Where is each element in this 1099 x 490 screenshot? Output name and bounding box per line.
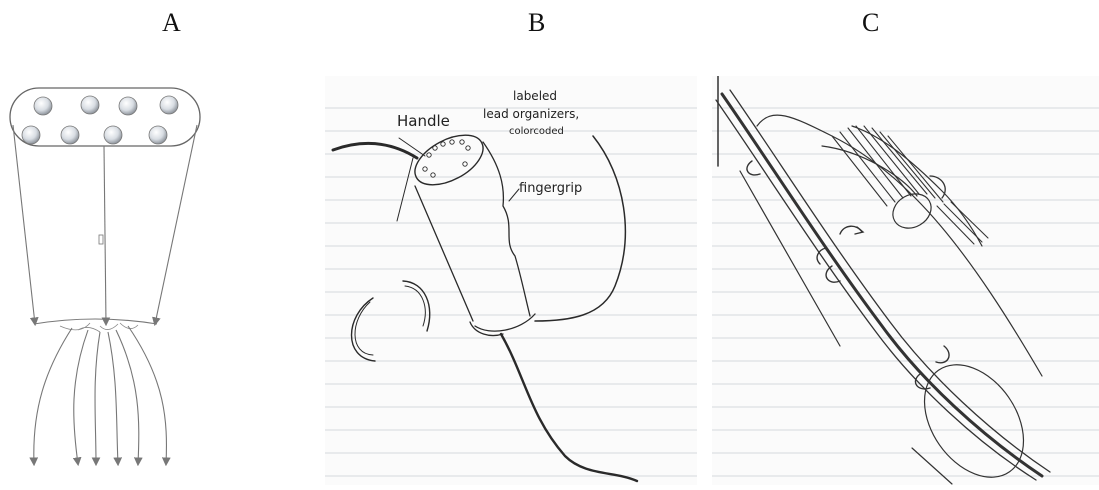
panel-label-c: C <box>862 8 879 38</box>
lead-organizers-annotation: lead organizers, <box>483 107 579 121</box>
switch-indicator <box>99 235 103 244</box>
panel-a-schematic <box>0 80 230 480</box>
panel-label-b: B <box>528 8 545 38</box>
handle-annotation: Handle <box>397 112 450 130</box>
fingergrip-annotation: fingergrip <box>519 181 582 196</box>
color-coded-annotation: colorcoded <box>509 126 564 137</box>
labeled-annotation: labeled <box>513 89 557 103</box>
panel-label-a: A <box>162 8 181 38</box>
panel-c-sketch <box>712 76 1099 485</box>
panel-b-sketch: Handle labeled lead organizers, colorcod… <box>325 76 697 485</box>
